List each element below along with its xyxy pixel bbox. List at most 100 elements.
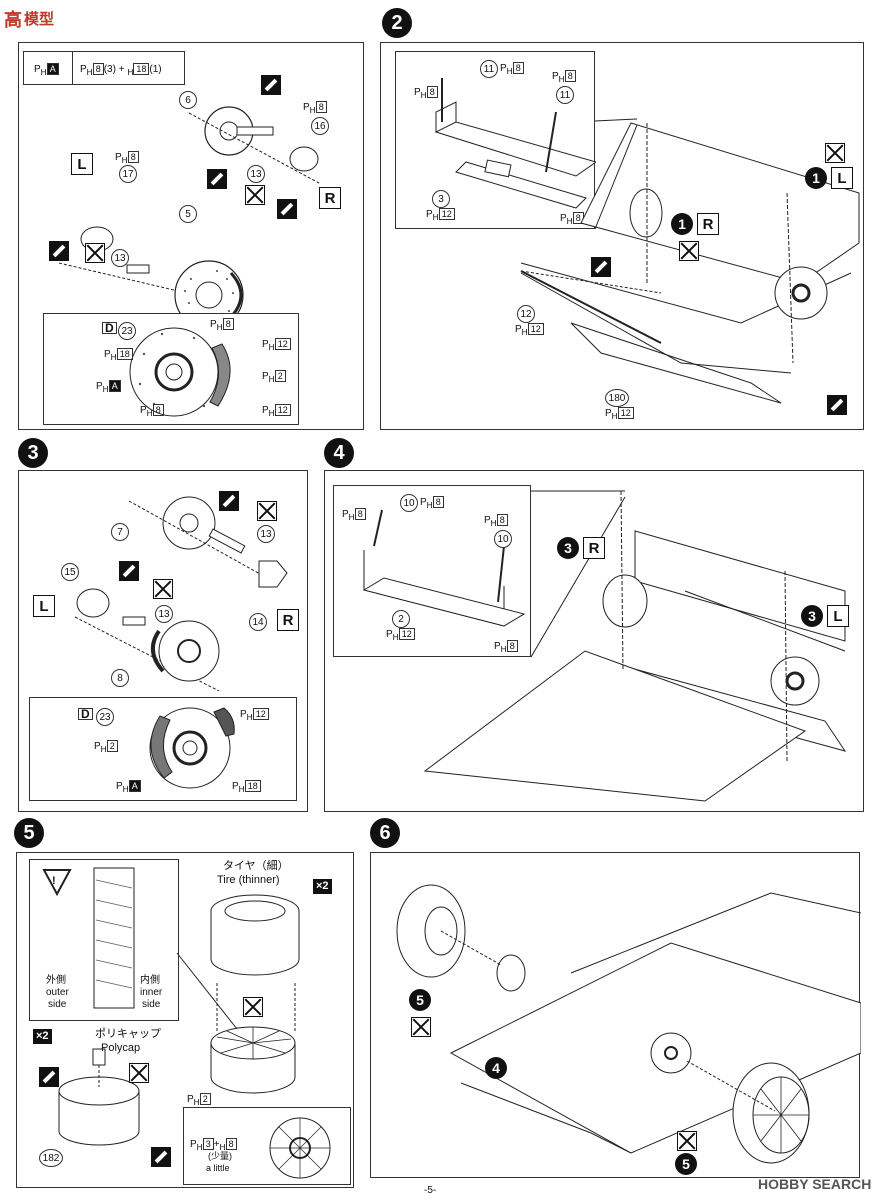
step4-badge: 4 (324, 438, 354, 468)
step3-badge: 3 (18, 438, 48, 468)
step3-drawing (74, 496, 288, 691)
part-11b: 11 (556, 86, 574, 104)
no-glue-icon (85, 243, 105, 263)
part-2: 2 (392, 610, 410, 628)
paint-icon (49, 241, 69, 261)
paint-icon (151, 1147, 171, 1167)
part-6: 6 (179, 91, 197, 109)
ref-step4: 4 (485, 1057, 507, 1079)
detail-23: 23 (96, 708, 114, 726)
part-7: 7 (111, 523, 129, 541)
page-number: -5- (424, 1185, 437, 1196)
no-glue-icon (243, 997, 263, 1017)
part-12: 12 (517, 305, 535, 323)
small-amount-en: a little (206, 1163, 230, 1173)
part-14: 14 (249, 613, 267, 631)
tire-count: ×2 (313, 879, 332, 894)
ref-step3-left: 3 (801, 605, 823, 627)
polycap-count: ×2 (33, 1029, 52, 1044)
step4-chassis-drawing (423, 490, 847, 802)
part-182: 182 (39, 1149, 63, 1167)
side-right-label: R (583, 537, 605, 559)
side-left-label: L (33, 595, 55, 617)
wheel-detail-drawing (269, 1117, 331, 1179)
step2-badge: 2 (382, 8, 412, 38)
step1-drawing (58, 106, 320, 330)
ref-step3-right: 3 (557, 537, 579, 559)
part-11: 11 (480, 60, 498, 78)
disc-detail (149, 707, 235, 789)
ref-step1-right: 1 (671, 213, 693, 235)
no-glue-icon (411, 1017, 431, 1037)
step5-drawing (58, 894, 300, 1146)
part-13: 13 (247, 165, 265, 183)
part-8: 8 (111, 669, 129, 687)
paint-icon (277, 199, 297, 219)
outer-en1: outer (46, 987, 69, 998)
outer-jp: 外側 (46, 975, 66, 986)
logo-text: 高 (4, 10, 22, 30)
inner-en2: side (142, 999, 161, 1010)
step6-panel: 5 4 5 (370, 852, 861, 1178)
step5-badge: 5 (14, 818, 44, 848)
paint-icon (827, 395, 847, 415)
step2-inset-drawing (434, 78, 596, 209)
step4-inset-drawing (362, 509, 526, 627)
part-13b: 13 (111, 249, 129, 267)
tire-label-en: Tire (thinner) (217, 874, 280, 886)
paint-icon (219, 491, 239, 511)
part-16: 16 (311, 117, 329, 135)
detail-23: 23 (118, 322, 136, 340)
caution-mark: ! (52, 875, 56, 887)
inner-en1: inner (140, 987, 163, 998)
polycap-label-en: Polycap (101, 1042, 141, 1054)
no-glue-icon (679, 241, 699, 261)
inner-jp: 内側 (140, 975, 160, 986)
part-10: 10 (400, 494, 418, 512)
part-13b: 13 (155, 605, 173, 623)
tire-orientation-box: ! 外側 outer side 内側 inner side (29, 859, 179, 1021)
site-logo: 高 模型 (4, 6, 70, 36)
no-glue-icon (257, 501, 277, 521)
paint-icon (39, 1067, 59, 1087)
paint-icon (207, 169, 227, 189)
disc-detail (129, 327, 231, 417)
no-glue-icon (245, 185, 265, 205)
detail-d-label: D (78, 708, 93, 721)
logo-text-2: 模型 (24, 11, 55, 28)
no-glue-icon (677, 1131, 697, 1151)
polycap-label-jp: ポリキャップ (95, 1028, 161, 1040)
part-10b: 10 (494, 530, 512, 548)
step5-panel: ! 外側 outer side 内側 inner side タイヤ（細） Tir… (16, 852, 354, 1188)
